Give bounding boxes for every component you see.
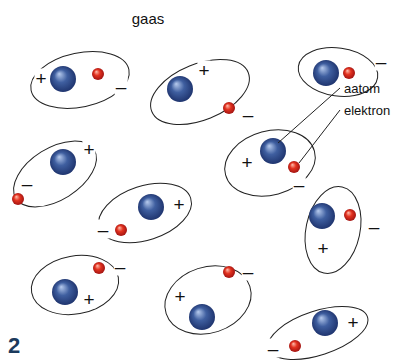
charge-sign: – (97, 220, 110, 239)
leader-line (299, 110, 340, 163)
charge-sign: – (115, 77, 128, 96)
heading: gaas (132, 11, 165, 26)
orbit (156, 255, 260, 345)
charge-sign: – (114, 257, 127, 276)
orbit (25, 43, 134, 117)
figure-number: 2 (8, 335, 20, 357)
orbit (2, 128, 108, 221)
charge-sign: – (267, 339, 280, 358)
electron (223, 102, 235, 114)
charge-sign: – (368, 217, 381, 236)
electron (12, 193, 24, 205)
charge-sign: – (242, 262, 255, 281)
charge-sign: – (242, 105, 255, 124)
electron (223, 266, 235, 278)
orbit (297, 181, 368, 278)
atom-nucleus (312, 310, 338, 336)
charge-sign: + (82, 140, 95, 159)
charge-sign: – (375, 52, 388, 71)
atom-nucleus (50, 149, 76, 175)
atom-nucleus (313, 60, 339, 86)
electron (93, 262, 105, 274)
charge-sign: + (346, 313, 359, 332)
part-label: aatom (344, 82, 380, 95)
atom-nucleus (189, 304, 215, 330)
charge-sign: + (173, 287, 186, 306)
charge-sign: – (21, 174, 34, 193)
orbit (262, 296, 375, 360)
charge-sign: + (82, 290, 95, 309)
part-label: elektron (344, 104, 390, 117)
electron (289, 340, 301, 352)
orbit (141, 47, 258, 138)
atom-nucleus (50, 66, 76, 92)
atom-nucleus (309, 203, 335, 229)
atom-nucleus (260, 138, 286, 164)
atom-nucleus (138, 194, 164, 220)
orbit (91, 172, 199, 253)
electron (343, 67, 355, 79)
leader-line (278, 88, 340, 143)
charge-sign: + (316, 239, 329, 258)
orbit (295, 43, 381, 102)
charge-sign: + (172, 195, 185, 214)
orbit (27, 249, 124, 321)
electron (288, 161, 300, 173)
charge-sign: + (197, 61, 210, 80)
atom-nucleus (167, 76, 193, 102)
atom-nucleus (52, 279, 78, 305)
electron (344, 209, 356, 221)
charge-sign: – (293, 175, 306, 194)
electron (115, 224, 127, 236)
charge-sign: + (240, 153, 253, 172)
charge-sign: + (34, 69, 47, 88)
orbit (217, 120, 322, 206)
electron (92, 68, 104, 80)
